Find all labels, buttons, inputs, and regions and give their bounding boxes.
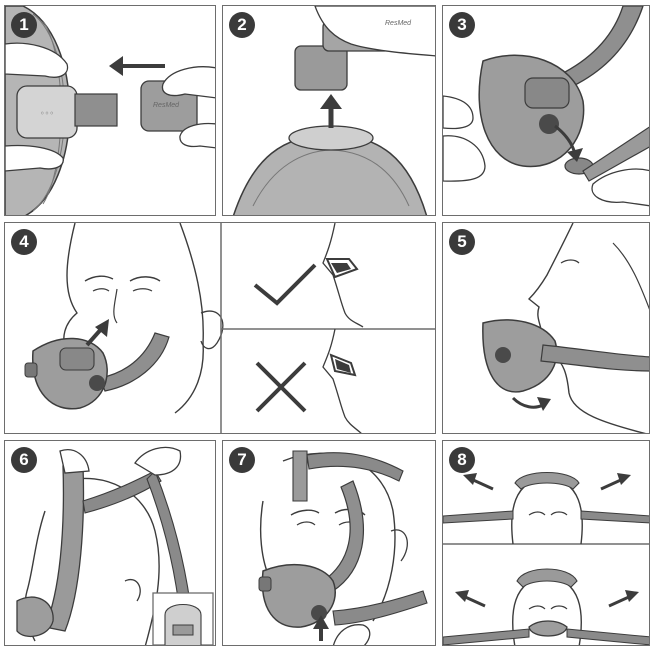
step-number-badge: 2: [229, 12, 255, 38]
step-1-illustration: ◦◦◦: [5, 6, 216, 216]
brand-label: ResMed: [385, 20, 411, 27]
step-number-badge: 6: [11, 447, 37, 473]
step-7-panel: 7: [222, 440, 436, 646]
step-number-badge: 5: [449, 229, 475, 255]
step-7-illustration: [223, 441, 436, 646]
step-1-panel: 1 ◦◦◦ ResMed: [4, 5, 216, 216]
step-8-illustration: [443, 441, 650, 646]
x-mark-icon: [257, 363, 305, 411]
step-8-panel: 8: [442, 440, 650, 646]
step-number-badge: 3: [449, 12, 475, 38]
step-5-illustration: [443, 223, 650, 434]
step-3-panel: 3: [442, 5, 650, 216]
step-number-badge: 7: [229, 447, 255, 473]
svg-text:◦◦◦: ◦◦◦: [40, 109, 54, 118]
step-2-illustration: [223, 6, 436, 216]
step-number-badge: 1: [11, 12, 37, 38]
brand-label: ResMed: [153, 102, 179, 109]
step-4-illustration: [5, 223, 436, 434]
step-number-badge: 4: [11, 229, 37, 255]
step-4-panel: 4: [4, 222, 436, 434]
step-2-panel: 2 ResMed: [222, 5, 436, 216]
step-3-illustration: [443, 6, 650, 216]
step-6-panel: 6: [4, 440, 216, 646]
step-6-illustration: [5, 441, 216, 646]
step-5-panel: 5: [442, 222, 650, 434]
check-mark-icon: [255, 265, 315, 303]
step-number-badge: 8: [449, 447, 475, 473]
